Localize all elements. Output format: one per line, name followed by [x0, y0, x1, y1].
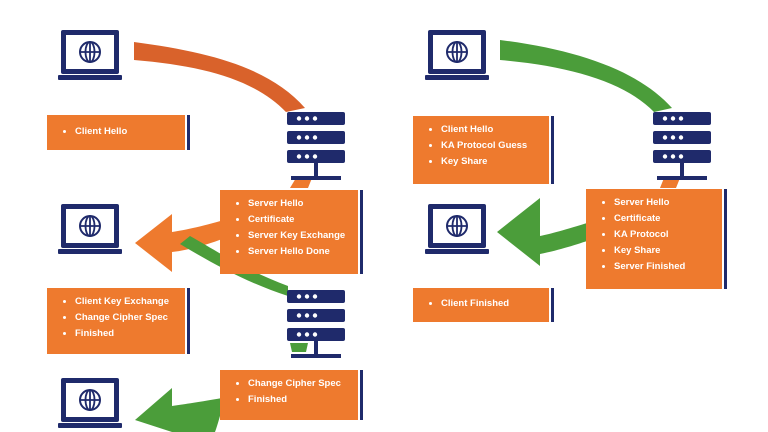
- message-item: Key Share: [600, 243, 716, 259]
- message-item: Finished: [234, 392, 352, 408]
- client-laptop-icon: [57, 29, 123, 81]
- orange-connector: [660, 178, 680, 188]
- message-item: Certificate: [600, 211, 716, 227]
- message-item: Change Cipher Spec: [234, 376, 352, 392]
- tls13-client-finished-box: Client Finished: [413, 288, 554, 322]
- message-item: Client Key Exchange: [61, 294, 179, 310]
- message-item: Server Hello Done: [234, 244, 352, 260]
- client-key-exchange-connector: [290, 343, 308, 352]
- server-icon: [653, 112, 711, 180]
- message-item: Client Hello: [61, 124, 179, 140]
- message-item: Key Share: [427, 154, 543, 170]
- client-laptop-icon: [57, 203, 123, 255]
- message-item: Server Key Exchange: [234, 228, 352, 244]
- message-item: KA Protocol: [600, 227, 716, 243]
- server-finished-arrow: [135, 388, 222, 432]
- client-hello-arrow: [500, 40, 672, 112]
- server-icon: [287, 112, 345, 180]
- orange-connector: [290, 178, 312, 188]
- message-list: Client Hello: [61, 124, 179, 140]
- server-hello-arrow: [497, 198, 590, 266]
- message-item: Server Finished: [600, 259, 716, 275]
- message-item: Client Finished: [427, 296, 543, 312]
- message-item: Server Hello: [600, 195, 716, 211]
- message-list: Client Finished: [427, 296, 543, 312]
- client-laptop-icon: [57, 377, 123, 429]
- client-hello-arrow: [134, 42, 305, 112]
- message-item: Client Hello: [427, 122, 543, 138]
- client-laptop-icon: [424, 203, 490, 255]
- message-item: Certificate: [234, 212, 352, 228]
- client-laptop-icon: [424, 29, 490, 81]
- message-item: Change Cipher Spec: [61, 310, 179, 326]
- message-item: KA Protocol Guess: [427, 138, 543, 154]
- message-item: Finished: [61, 326, 179, 342]
- tls12-client-hello-box: Client Hello: [47, 115, 190, 150]
- message-item: Server Hello: [234, 196, 352, 212]
